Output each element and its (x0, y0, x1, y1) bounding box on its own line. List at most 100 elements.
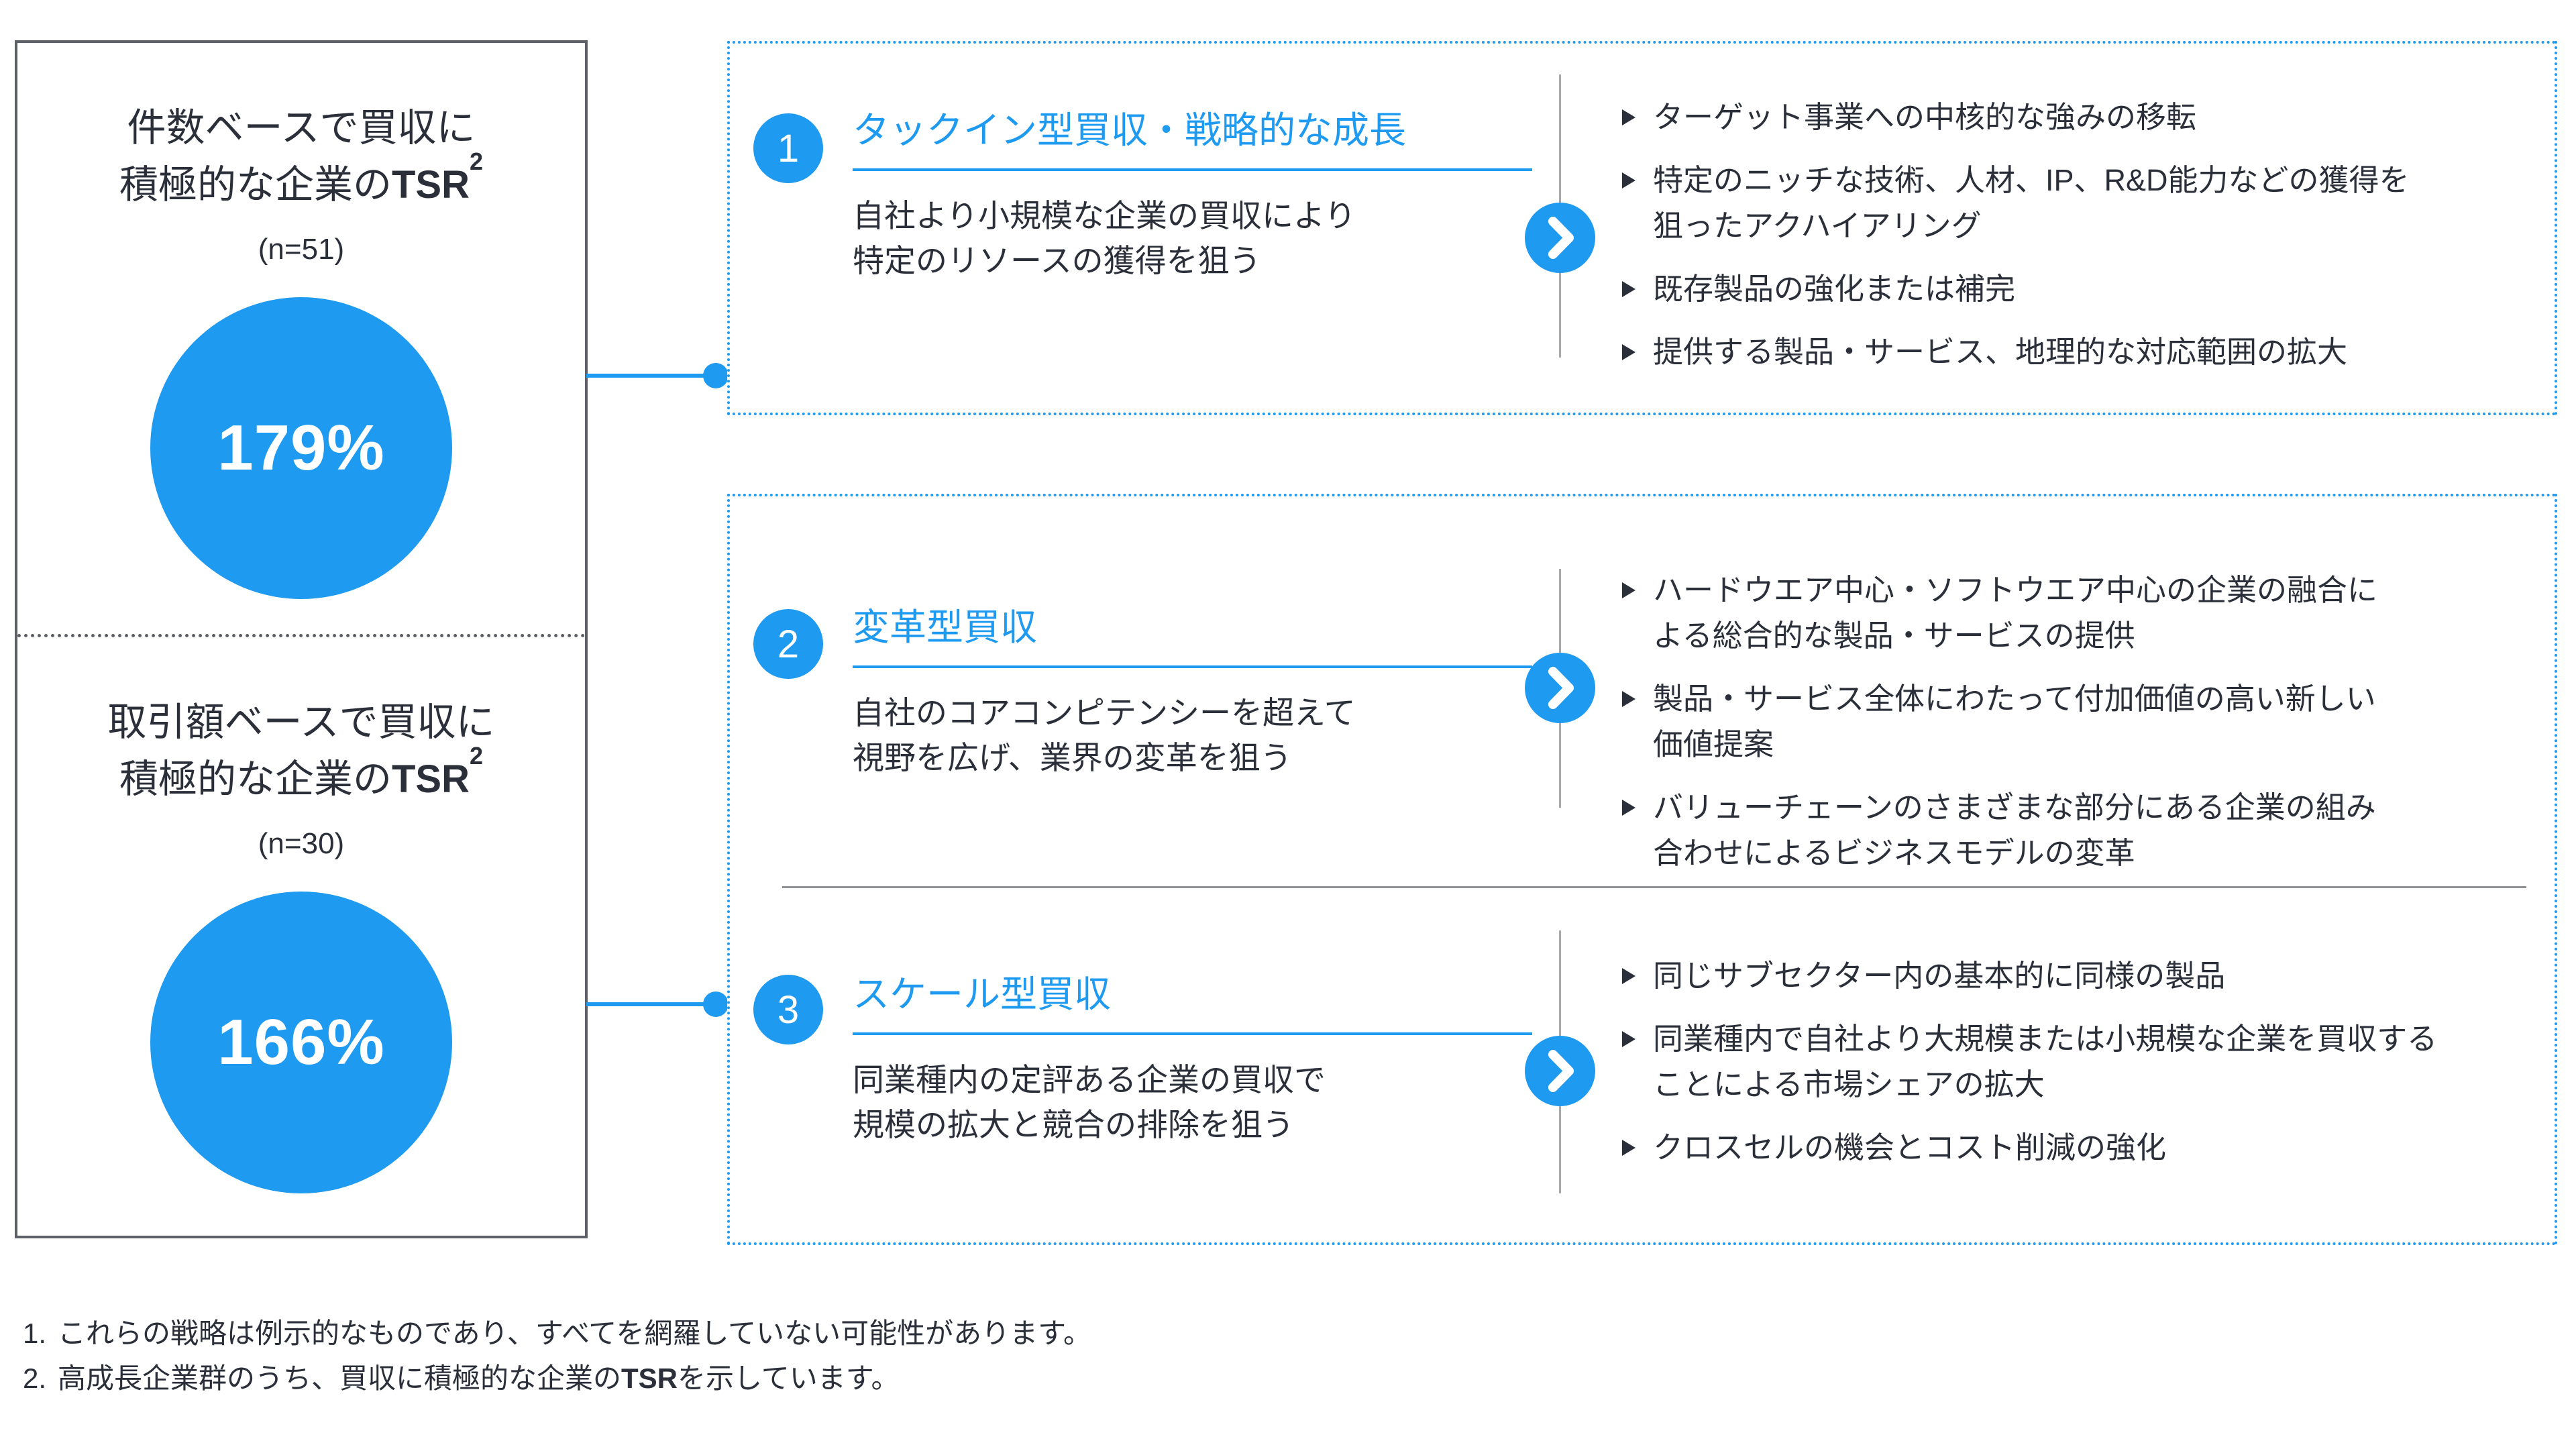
strategy-text-column: スケール型買収 同業種内の定評ある企業の買収で 規模の拡大と競合の排除を狙う (853, 973, 1532, 1147)
bullet-line: 製品・サービス全体にわたって付加価値の高い新しい (1653, 682, 2376, 716)
bullet-item: 製品・サービス全体にわたって付加価値の高い新しい 価値提案 (1622, 676, 2508, 767)
bullet-line: 狙ったアクハイアリング (1653, 209, 1982, 243)
stat-value-based: 取引額ベースで買収に 積極的な企業のTSR2 (n=30) 166% (17, 637, 585, 1232)
strategy-group-box-1: 1 タックイン型買収・戦略的な成長 自社より小規模な企業の買収により 特定のリソ… (727, 41, 2557, 415)
tsr-value: 179% (217, 411, 385, 484)
bullet-triangle-icon (1622, 344, 1635, 360)
tsr-value-circle: 179% (150, 297, 452, 599)
bullet-triangle-icon (1622, 1031, 1635, 1047)
horizontal-divider (782, 886, 2526, 888)
bullet-triangle-icon (1622, 1140, 1635, 1156)
sample-size-label: (n=30) (258, 826, 345, 860)
strategy-number-badge: 3 (753, 975, 823, 1044)
footnote-text: 高成長企業群のうち、買収に積極的な企業のTSRを示しています。 (58, 1362, 900, 1394)
badge-column: 3 (730, 885, 853, 1044)
strategy-title: タックイン型買収・戦略的な成長 (853, 109, 1532, 171)
footnotes: 1. これらの戦略は例示的なものであり、すべてを網羅していない可能性があります。… (23, 1312, 1091, 1402)
strategy-description-line: 視野を広げ、業界の変革を狙う (853, 739, 1292, 775)
stat-count-based: 件数ベースで買収に 積極的な企業のTSR2 (n=51) 179% (17, 43, 585, 637)
bullet-item: 既存製品の強化または補完 (1622, 266, 2508, 312)
bullet-triangle-icon (1622, 281, 1635, 297)
bullet-triangle-icon (1622, 109, 1635, 125)
bullet-line: 既存製品の強化または補完 (1653, 272, 2016, 306)
footnote-number: 1. (23, 1318, 47, 1349)
footnote-item-1: 1. これらの戦略は例示的なものであり、すべてを網羅していない可能性があります。 (23, 1312, 1091, 1355)
footnote-ref-superscript: 2 (469, 147, 484, 175)
bullet-line: 同業種内で自社より大規模または小規模な企業を買収する (1653, 1022, 2438, 1056)
tsr-acronym: TSR (391, 757, 470, 802)
strategy-number: 1 (777, 126, 800, 170)
stat-title: 取引額ベースで買収に 積極的な企業のTSR2 (17, 694, 585, 808)
footnote-ref-superscript: 2 (469, 741, 484, 769)
strategy-description-line: 自社より小規模な企業の買収により (853, 197, 1356, 233)
footnote-number: 2. (23, 1362, 47, 1394)
divider-column (1525, 885, 1622, 1240)
bullet-item: 同業種内で自社より大規模または小規模な企業を買収する ことによる市場シェアの拡大 (1622, 1016, 2508, 1108)
strategy-description: 自社より小規模な企業の買収により 特定のリソースの獲得を狙う (853, 194, 1532, 283)
strategy-description: 自社のコアコンピテンシーを超えて 視野を広げ、業界の変革を狙う (853, 691, 1532, 780)
sample-size-label: (n=51) (258, 232, 345, 266)
strategy-text-column: 変革型買収 自社のコアコンピテンシーを超えて 視野を広げ、業界の変革を狙う (853, 606, 1532, 780)
bullet-triangle-icon (1622, 582, 1635, 598)
bullet-line: 合わせによるビジネスモデルの変革 (1653, 836, 2135, 870)
strategy-description-line: 特定のリソースの獲得を狙う (853, 242, 1261, 278)
badge-column: 2 (730, 496, 853, 679)
bullet-line: ハードウエア中心・ソフトウエア中心の企業の融合に (1653, 573, 2378, 607)
bullet-triangle-icon (1622, 968, 1635, 984)
stat-title-line2: 積極的な企業の (119, 163, 392, 207)
bullet-line: クロスセルの機会とコスト削減の強化 (1653, 1130, 2167, 1165)
strategy-text-column: タックイン型買収・戦略的な成長 自社より小規模な企業の買収により 特定のリソース… (853, 109, 1532, 283)
bullet-list: ハードウエア中心・ソフトウエア中心の企業の融合に よる総合的な製品・サービスの提… (1622, 568, 2555, 894)
bullet-list: ターゲット事業への中核的な強みの移転 特定のニッチな技術、人材、IP、R&D能力… (1622, 95, 2555, 392)
tsr-value-circle: 166% (150, 891, 452, 1193)
strategy-description: 同業種内の定評ある企業の買収で 規模の拡大と競合の排除を狙う (853, 1058, 1532, 1147)
strategy-title: 変革型買収 (853, 606, 1532, 668)
connector-dot-2 (703, 991, 729, 1017)
connector-dot-1 (703, 363, 729, 388)
chevron-right-icon (1525, 653, 1595, 723)
tsr-value: 166% (217, 1006, 385, 1078)
bullet-item: 提供する製品・サービス、地理的な対応範囲の拡大 (1622, 329, 2508, 375)
bullet-item: バリューチェーンのさまざまな部分にある企業の組み 合わせによるビジネスモデルの変… (1622, 785, 2508, 876)
connector-line-1 (586, 374, 711, 378)
strategy-description-line: 自社のコアコンピテンシーを超えて (853, 694, 1356, 731)
stat-title-line1: 件数ベースで買収に (127, 106, 476, 150)
tsr-comparison-panel: 件数ベースで買収に 積極的な企業のTSR2 (n=51) 179% 取引額ベース… (15, 40, 588, 1238)
stat-title: 件数ベースで買収に 積極的な企業のTSR2 (17, 99, 585, 214)
strategy-section-1: 1 タックイン型買収・戦略的な成長 自社より小規模な企業の買収により 特定のリソ… (730, 44, 2555, 411)
connector-line-2 (586, 1002, 711, 1006)
strategy-section-3: 3 スケール型買収 同業種内の定評ある企業の買収で 規模の拡大と競合の排除を狙う (730, 885, 2555, 1240)
tsr-acronym: TSR (621, 1362, 678, 1394)
strategy-number: 2 (777, 622, 800, 666)
strategy-number-badge: 1 (753, 113, 823, 183)
footnote-text: これらの戦略は例示的なものであり、すべてを網羅していない可能性があります。 (58, 1318, 1091, 1349)
strategy-number-badge: 2 (753, 609, 823, 679)
bullet-line: 同じサブセクター内の基本的に同様の製品 (1653, 959, 2226, 993)
bullet-list: 同じサブセクター内の基本的に同様の製品 同業種内で自社より大規模または小規模な企… (1622, 953, 2555, 1188)
bullet-line: バリューチェーンのさまざまな部分にある企業の組み (1653, 790, 2376, 824)
bullet-triangle-icon (1622, 172, 1635, 189)
divider-column (1525, 496, 1622, 885)
bullet-line: 特定のニッチな技術、人材、IP、R&D能力などの獲得を (1653, 163, 2410, 197)
strategy-description-line: 同業種内の定評ある企業の買収で (853, 1061, 1326, 1097)
bullet-line: 提供する製品・サービス、地理的な対応範囲の拡大 (1653, 335, 2348, 369)
bullet-line: よる総合的な製品・サービスの提供 (1653, 619, 2135, 653)
tsr-acronym: TSR (391, 163, 470, 207)
strategy-group-box-2: 2 変革型買収 自社のコアコンピテンシーを超えて 視野を広げ、業界の変革を狙う (727, 494, 2557, 1245)
divider-column (1525, 44, 1622, 411)
chevron-right-icon (1525, 1036, 1595, 1106)
bullet-line: ことによる市場シェアの拡大 (1653, 1067, 2045, 1102)
bullet-item: クロスセルの機会とコスト削減の強化 (1622, 1125, 2508, 1171)
chevron-right-icon (1525, 203, 1595, 273)
badge-column: 1 (730, 44, 853, 183)
bullet-line: ターゲット事業への中核的な強みの移転 (1653, 100, 2197, 134)
bullet-item: ターゲット事業への中核的な強みの移転 (1622, 95, 2508, 140)
strategy-section-2: 2 変革型買収 自社のコアコンピテンシーを超えて 視野を広げ、業界の変革を狙う (730, 496, 2555, 885)
bullet-item: 同じサブセクター内の基本的に同様の製品 (1622, 953, 2508, 999)
bullet-triangle-icon (1622, 800, 1635, 816)
stat-title-line1: 取引額ベースで買収に (107, 700, 495, 744)
bullet-triangle-icon (1622, 691, 1635, 707)
strategy-title: スケール型買収 (853, 973, 1532, 1035)
strategy-description-line: 規模の拡大と競合の排除を狙う (853, 1106, 1294, 1142)
